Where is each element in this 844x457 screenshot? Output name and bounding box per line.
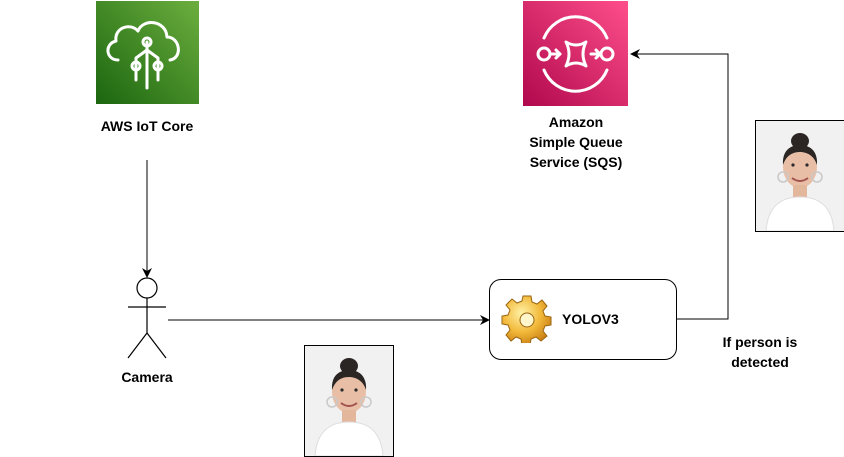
- detect-condition-label: If person is detected: [700, 332, 820, 372]
- person-photo-icon: [756, 121, 844, 231]
- sqs-label: Amazon Simple Queue Service (SQS): [496, 112, 656, 172]
- sqs-label-line: Amazon: [548, 114, 604, 130]
- input-photo: [304, 345, 394, 457]
- yolo-process-box: YOLOV3: [489, 279, 677, 360]
- output-photo: [755, 120, 844, 232]
- gear-icon: [501, 295, 552, 343]
- yolo-label: YOLOV3: [562, 311, 619, 327]
- amazon-sqs-icon: [523, 1, 628, 106]
- condition-line: detected: [731, 354, 789, 370]
- edge-yolo-to-sqs: [630, 49, 729, 320]
- iot-core-label: AWS IoT Core: [100, 118, 194, 134]
- aws-iot-core-icon: [96, 1, 199, 104]
- sqs-label-line: Service (SQS): [529, 154, 623, 170]
- actor-figure-icon: [127, 277, 167, 359]
- sqs-label-line: Simple Queue: [529, 134, 623, 150]
- condition-line: If person is: [722, 334, 798, 350]
- person-photo-icon: [305, 346, 393, 456]
- camera-label: Camera: [121, 369, 173, 385]
